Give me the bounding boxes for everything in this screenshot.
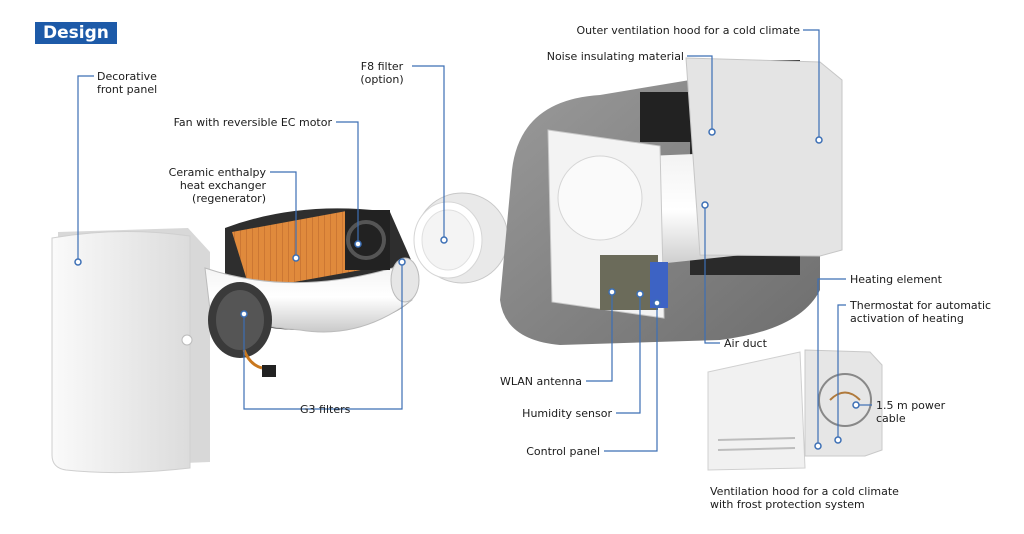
cold-climate-hood-drawing [707,349,883,471]
label-heating-element: Heating element [850,273,942,286]
label-control-panel: Control panel [526,445,600,458]
regenerator-drawing [204,208,420,377]
main-unit-drawing [500,57,843,345]
label-wlan-antenna: WLAN antenna [500,375,582,388]
leader-lines [77,29,872,452]
callout-dots [74,128,860,450]
front-panel-drawing [51,228,210,474]
label-air-duct: Air duct [724,337,767,350]
label-outer-ventilation-hood: Outer ventilation hood for a cold climat… [576,24,801,37]
label-f8-filter: F8 filter(option) [360,60,404,86]
label-g3-filters: G3 filters [300,403,351,416]
label-noise-insulating-material: Noise insulating material [546,50,684,63]
label-humidity-sensor: Humidity sensor [522,407,612,420]
label-fan: Fan with reversible EC motor [173,116,332,129]
f8-filter-drawing [413,192,509,284]
section-header: Design [35,22,117,44]
